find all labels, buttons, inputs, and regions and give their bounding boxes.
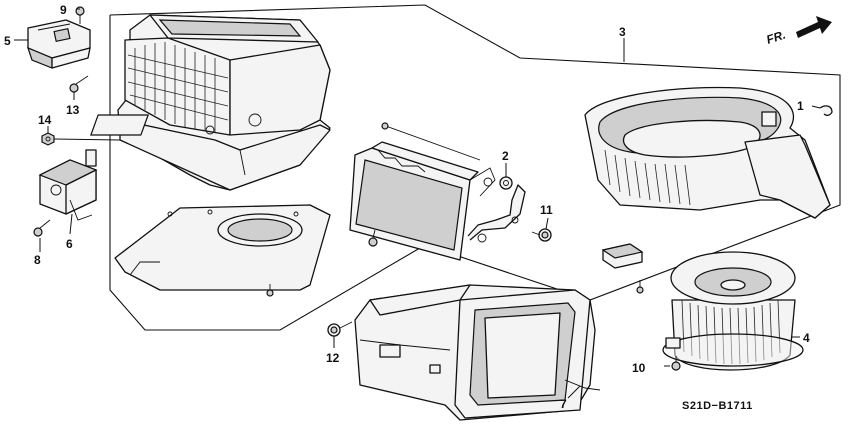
callout-12: 12 [326,351,340,365]
plate-screw[interactable] [266,284,274,297]
front-arrow-icon [796,16,832,38]
part-10-screw[interactable] [671,356,681,371]
callout-8: 8 [34,253,41,267]
diagram-code: S21D−B1711 [682,400,753,412]
callout-14: 14 [38,113,52,127]
connector[interactable] [601,243,644,269]
link-arm[interactable] [467,184,526,243]
part-7-duct[interactable] [354,284,601,421]
callout-3: 3 [619,25,626,39]
part-14-nut[interactable] [41,132,55,146]
callout-13: 13 [66,103,80,117]
front-label: FR. [765,28,788,47]
part-11-screw[interactable] [531,228,552,242]
connector-screw[interactable] [636,280,644,294]
part-6-actuator[interactable] [38,149,98,221]
callout-4: 4 [803,331,810,345]
filter-screw[interactable] [368,229,378,247]
part-8-screw[interactable] [33,219,51,237]
callout-9: 9 [60,3,67,17]
part-2-bushing[interactable] [499,176,513,190]
part-13-screw[interactable] [69,75,89,93]
part-3-blower-case[interactable] [584,86,831,219]
front-direction-indicator: FR. [765,16,832,47]
callout-7: 7 [560,397,567,411]
filter-door[interactable] [349,122,496,261]
callout-11: 11 [540,203,553,217]
part-9-screw[interactable] [75,6,85,24]
upper-housing[interactable] [90,14,331,191]
part-4-blower-motor[interactable] [662,251,804,371]
callout-5: 5 [4,34,11,48]
callout-6: 6 [66,237,73,251]
part-5-module[interactable] [27,19,91,69]
lower-plate[interactable] [114,204,331,291]
part-1-clip[interactable] [819,105,833,116]
callout-2: 2 [502,149,509,163]
callout-10: 10 [632,361,646,375]
part-12-screw[interactable] [327,321,353,337]
leader-lines [14,8,821,399]
callout-1: 1 [797,99,804,113]
